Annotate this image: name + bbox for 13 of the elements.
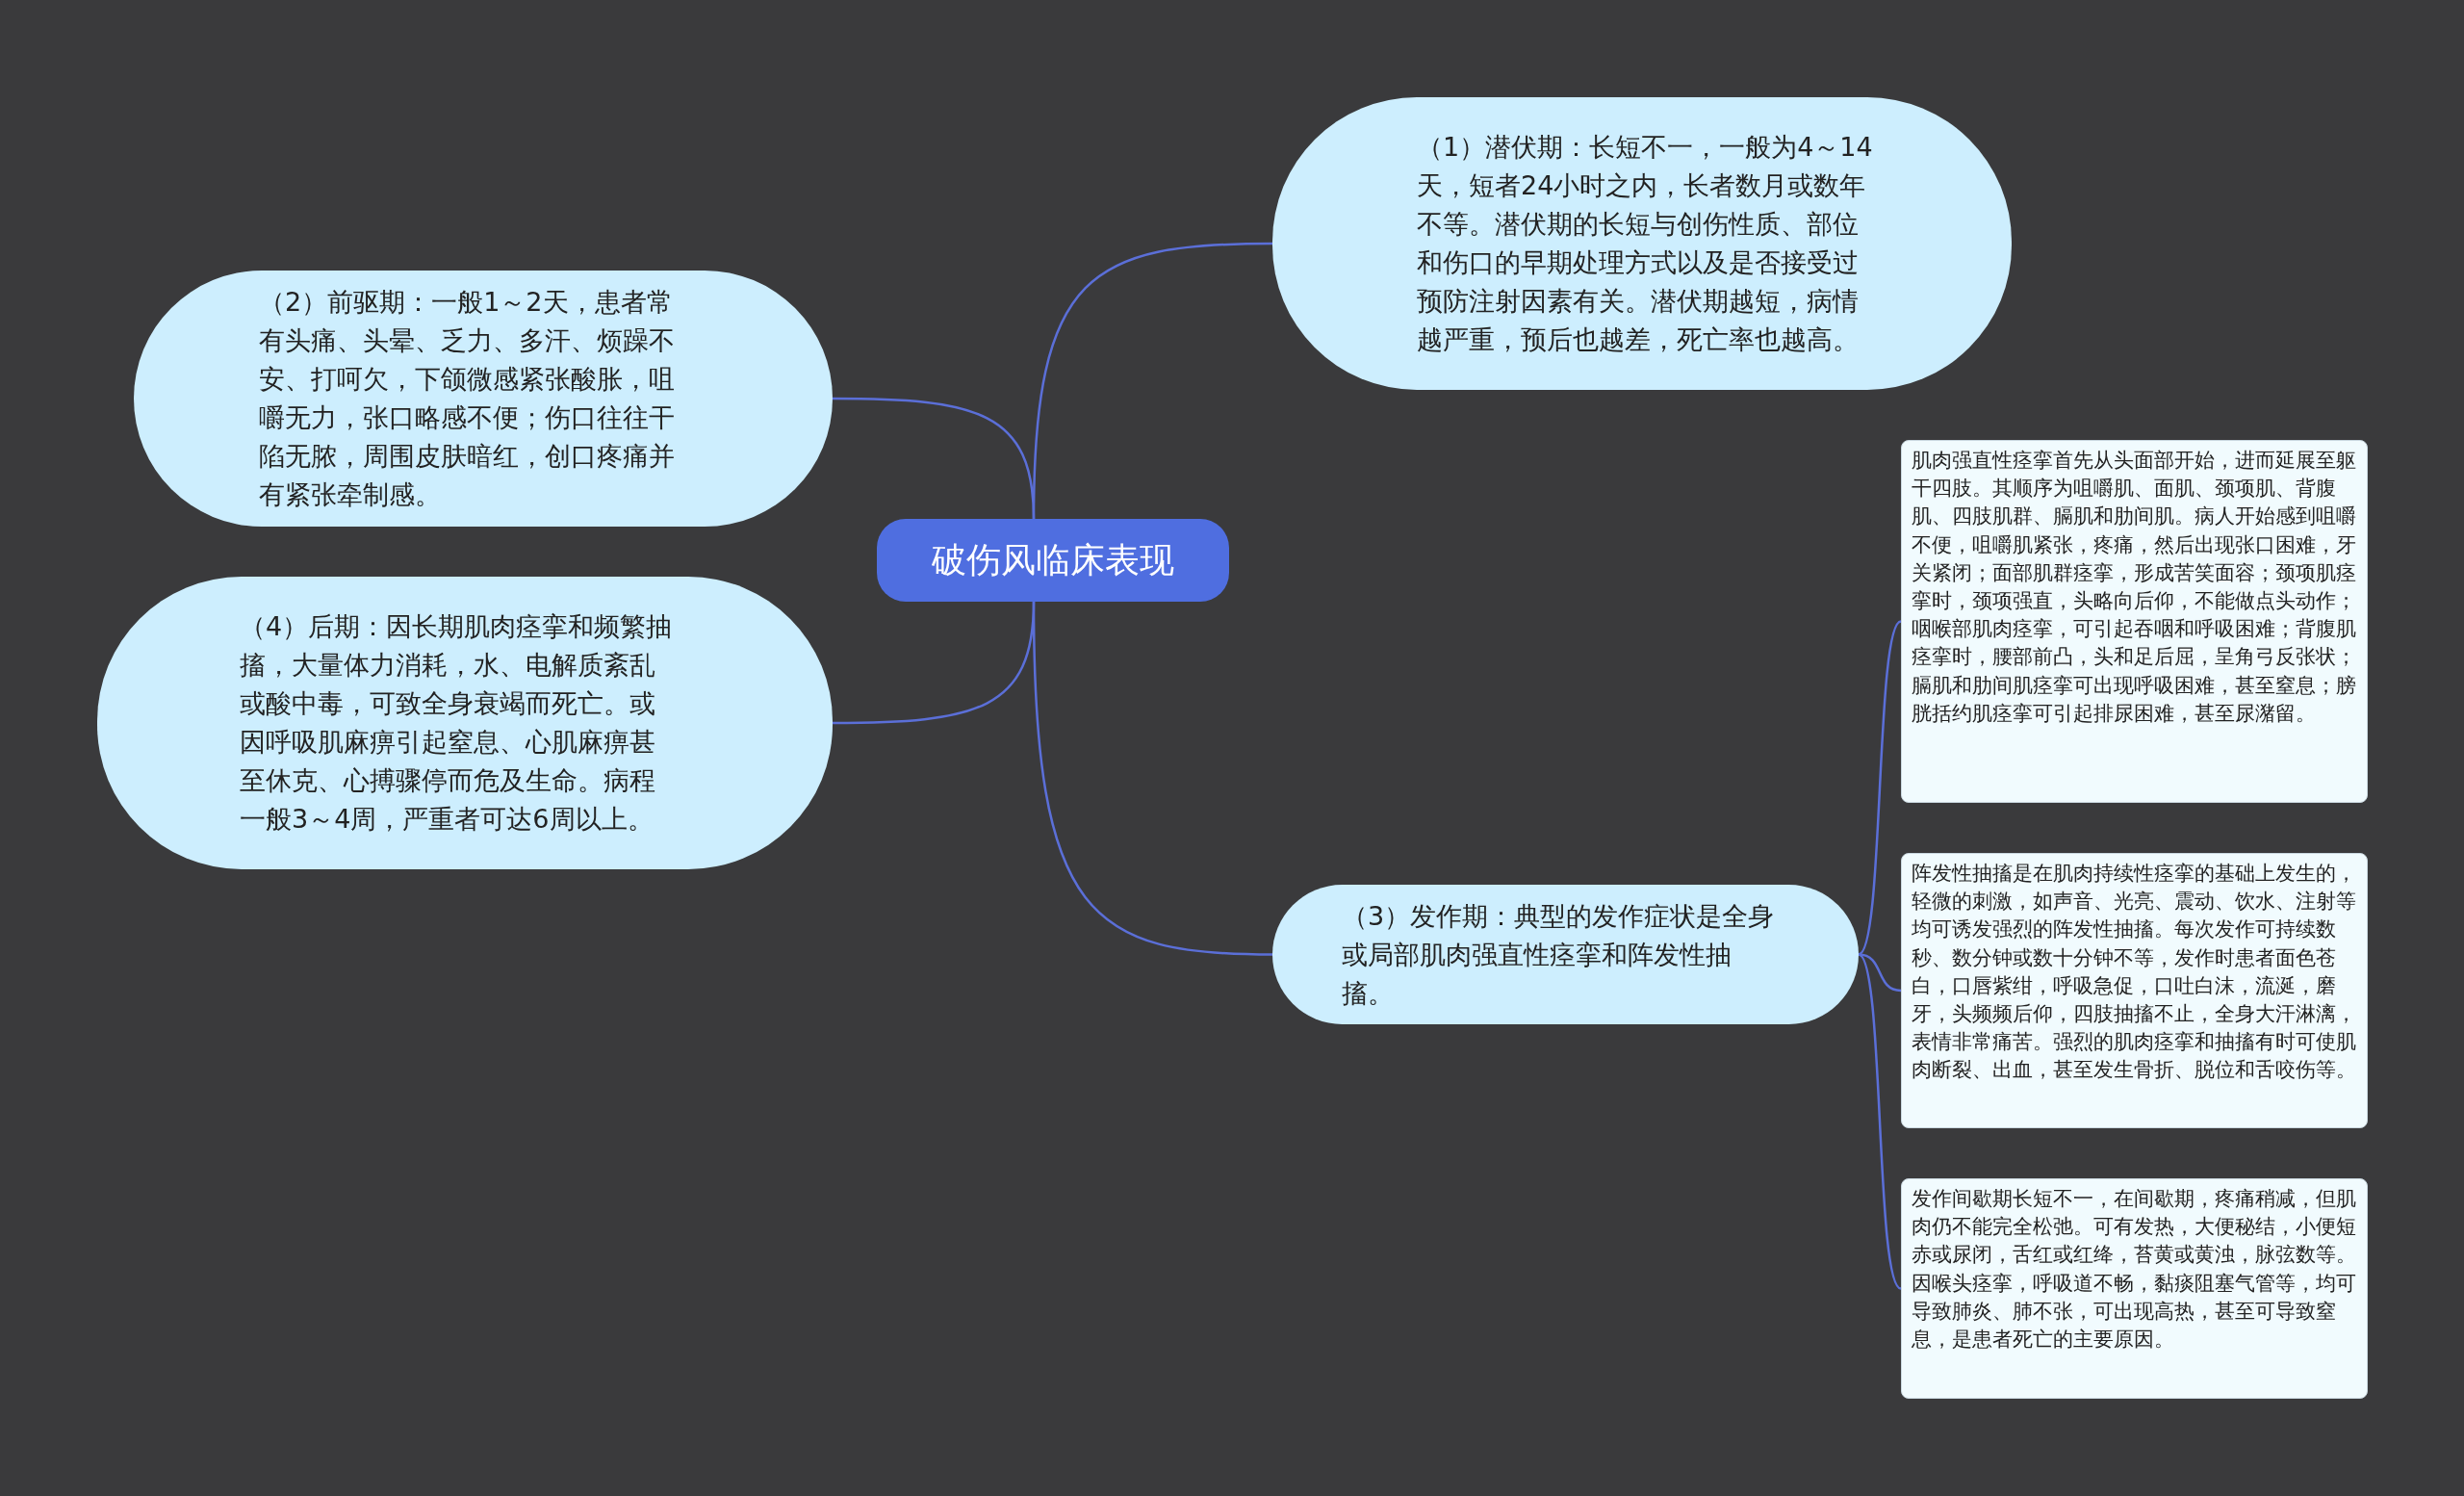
- connector-line: [1032, 601, 1273, 956]
- topic-bubble: （1）潜伏期：长短不一，一般为4～14天，短者24小时之内，长者数月或数年不等。潜伏期的长短与创伤性质、部位和伤口的早期处理方式以及是否接受过预防注射因素有关。潜伏期越短，病情越严重，预后也越差，死亡率也越高。: [1272, 97, 2012, 390]
- detail-card: 肌肉强直性痉挛首先从头面部开始，进而延展至躯干四肢。其顺序为咀嚼肌、面肌、颈项肌、背腹肌、四肢肌群、膈肌和肋间肌。病人开始感到咀嚼不便，咀嚼肌紧张，疼痛，然后出现张口困难，牙关紧闭；面部肌群痉挛，形成苦笑面容；颈项肌痉挛时，颈项强直，头略向后仰，不能做点头动作；咽喉部肌肉痉挛，可引起吞咽和呼吸困难；背腹肌痉挛时，腰部前凸，头和足后屈，呈角弓反张状；膈肌和肋间肌痉挛可出现呼吸困难，甚至窒息；膀胱括约肌痉挛可引起排尿困难，甚至尿潴留。: [1901, 440, 2368, 803]
- connector-line: [1858, 953, 1902, 993]
- central-topic: 破伤风临床表现: [877, 519, 1229, 602]
- detail-card: 阵发性抽搐是在肌肉持续性痉挛的基础上发生的，轻微的刺激，如声音、光亮、震动、饮水、注射等均可诱发强烈的阵发性抽搐。每次发作可持续数秒、数分钟或数十分钟不等，发作时患者面色苍白，口唇紫绀，呼吸急促，口吐白沫，流涎，磨牙，头频频后仰，四肢抽搐不止，全身大汗淋漓，表情非常痛苦。强烈的肌肉痉挛和抽搐有时可使肌肉断裂、出血，甚至发生骨折、脱位和舌咬伤等。: [1901, 853, 2368, 1128]
- connector-line: [1858, 953, 1902, 1290]
- detail-card: 发作间歇期长短不一，在间歇期，疼痛稍减，但肌肉仍不能完全松弛。可有发热，大便秘结，小便短赤或尿闭，舌红或红绛，苔黄或黄浊，脉弦数等。因喉头痉挛，呼吸道不畅，黏痰阻塞气管等，均可导致肺炎、肺不张，可出现高热，甚至可导致窒息，是患者死亡的主要原因。: [1901, 1178, 2368, 1399]
- connector-line: [833, 397, 1036, 520]
- topic-bubble: （4）后期：因长期肌肉痉挛和频繁抽搐，大量体力消耗，水、电解质紊乱或酸中毒，可致全身衰竭而死亡。或因呼吸肌麻痹引起窒息、心肌麻痹甚至休克、心搏骤停而危及生命。病程一般3～4周，严重者可达6周以上。: [97, 577, 833, 869]
- topic-bubble: （2）前驱期：一般1～2天，患者常有头痛、头晕、乏力、多汗、烦躁不安、打呵欠，下颌微感紧张酸胀，咀嚼无力，张口略感不便；伤口往往干陷无脓，周围皮肤暗红，创口疼痛并有紧张牵制感。: [134, 271, 833, 527]
- connector-line: [1858, 620, 1902, 956]
- topic-bubble: （3）发作期：典型的发作症状是全身或局部肌肉强直性痉挛和阵发性抽搐。: [1272, 885, 1859, 1024]
